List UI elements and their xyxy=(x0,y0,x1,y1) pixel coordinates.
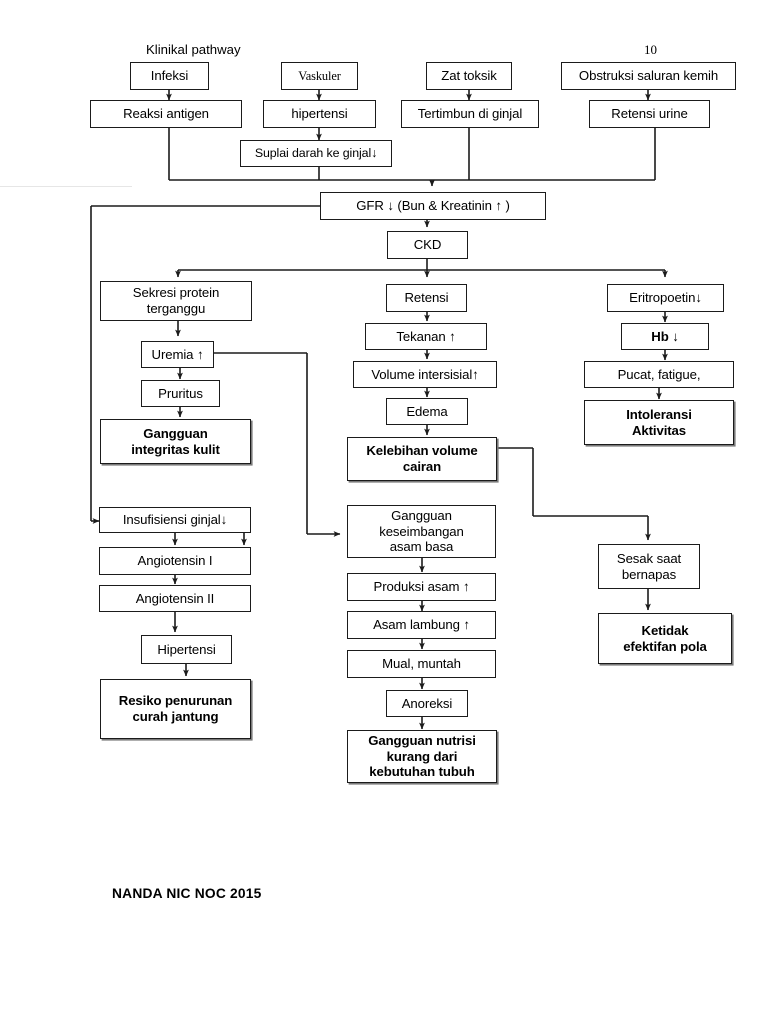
node-gangguan-integritas-kulit[interactable]: Gangguan integritas kulit xyxy=(100,419,251,464)
node-ckd[interactable]: CKD xyxy=(387,231,468,259)
node-angiotensin-1[interactable]: Angiotensin I xyxy=(99,547,251,575)
scan-hairline xyxy=(0,186,132,187)
node-obstruksi-saluran-kemih[interactable]: Obstruksi saluran kemih xyxy=(561,62,736,90)
node-suplai-darah-ke-ginjal[interactable]: Suplai darah ke ginjal↓ xyxy=(240,140,392,167)
node-eritropoetin[interactable]: Eritropoetin↓ xyxy=(607,284,724,312)
node-uremia[interactable]: Uremia ↑ xyxy=(141,341,214,368)
node-resiko-penurunan-curah-jantung[interactable]: Resiko penurunan curah jantung xyxy=(100,679,251,739)
node-hipertensi-atas[interactable]: hipertensi xyxy=(263,100,376,128)
node-reaksi-antigen[interactable]: Reaksi antigen xyxy=(90,100,242,128)
node-gangguan-keseimbangan-asam-basa[interactable]: Gangguan keseimbangan asam basa xyxy=(347,505,496,558)
node-gfr[interactable]: GFR ↓ (Bun & Kreatinin ↑ ) xyxy=(320,192,546,220)
node-pruritus[interactable]: Pruritus xyxy=(141,380,220,407)
node-insufisiensi-ginjal[interactable]: Insufisiensi ginjal↓ xyxy=(99,507,251,533)
node-volume-intersisial[interactable]: Volume intersisial↑ xyxy=(353,361,497,388)
node-retensi[interactable]: Retensi xyxy=(386,284,467,312)
footer-reference: NANDA NIC NOC 2015 xyxy=(112,886,262,901)
node-edema[interactable]: Edema xyxy=(386,398,468,425)
node-vaskuler[interactable]: Vaskuler xyxy=(281,62,358,90)
node-angiotensin-2[interactable]: Angiotensin II xyxy=(99,585,251,612)
node-hipertensi-bawah[interactable]: Hipertensi xyxy=(141,635,232,664)
node-produksi-asam[interactable]: Produksi asam ↑ xyxy=(347,573,496,601)
node-zat-toksik[interactable]: Zat toksik xyxy=(426,62,512,90)
node-anoreksi[interactable]: Anoreksi xyxy=(386,690,468,717)
node-asam-lambung[interactable]: Asam lambung ↑ xyxy=(347,611,496,639)
node-hb[interactable]: Hb ↓ xyxy=(621,323,709,350)
page-number: 10 xyxy=(644,42,657,57)
node-pucat-fatigue[interactable]: Pucat, fatigue, xyxy=(584,361,734,388)
node-tertimbun-di-ginjal[interactable]: Tertimbun di ginjal xyxy=(401,100,539,128)
node-tekanan[interactable]: Tekanan ↑ xyxy=(365,323,487,350)
node-ketidak-efektifan-pola[interactable]: Ketidak efektifan pola xyxy=(598,613,732,664)
node-retensi-urine[interactable]: Retensi urine xyxy=(589,100,710,128)
node-intoleransi-aktivitas[interactable]: Intoleransi Aktivitas xyxy=(584,400,734,445)
page-title: Klinikal pathway xyxy=(146,42,241,57)
node-sesak-saat-bernapas[interactable]: Sesak saat bernapas xyxy=(598,544,700,589)
node-gangguan-nutrisi[interactable]: Gangguan nutrisi kurang dari kebutuhan t… xyxy=(347,730,497,783)
node-mual-muntah[interactable]: Mual, muntah xyxy=(347,650,496,678)
node-kelebihan-volume-cairan[interactable]: Kelebihan volume cairan xyxy=(347,437,497,481)
node-infeksi[interactable]: Infeksi xyxy=(130,62,209,90)
node-sekresi-protein-terganggu[interactable]: Sekresi protein terganggu xyxy=(100,281,252,321)
